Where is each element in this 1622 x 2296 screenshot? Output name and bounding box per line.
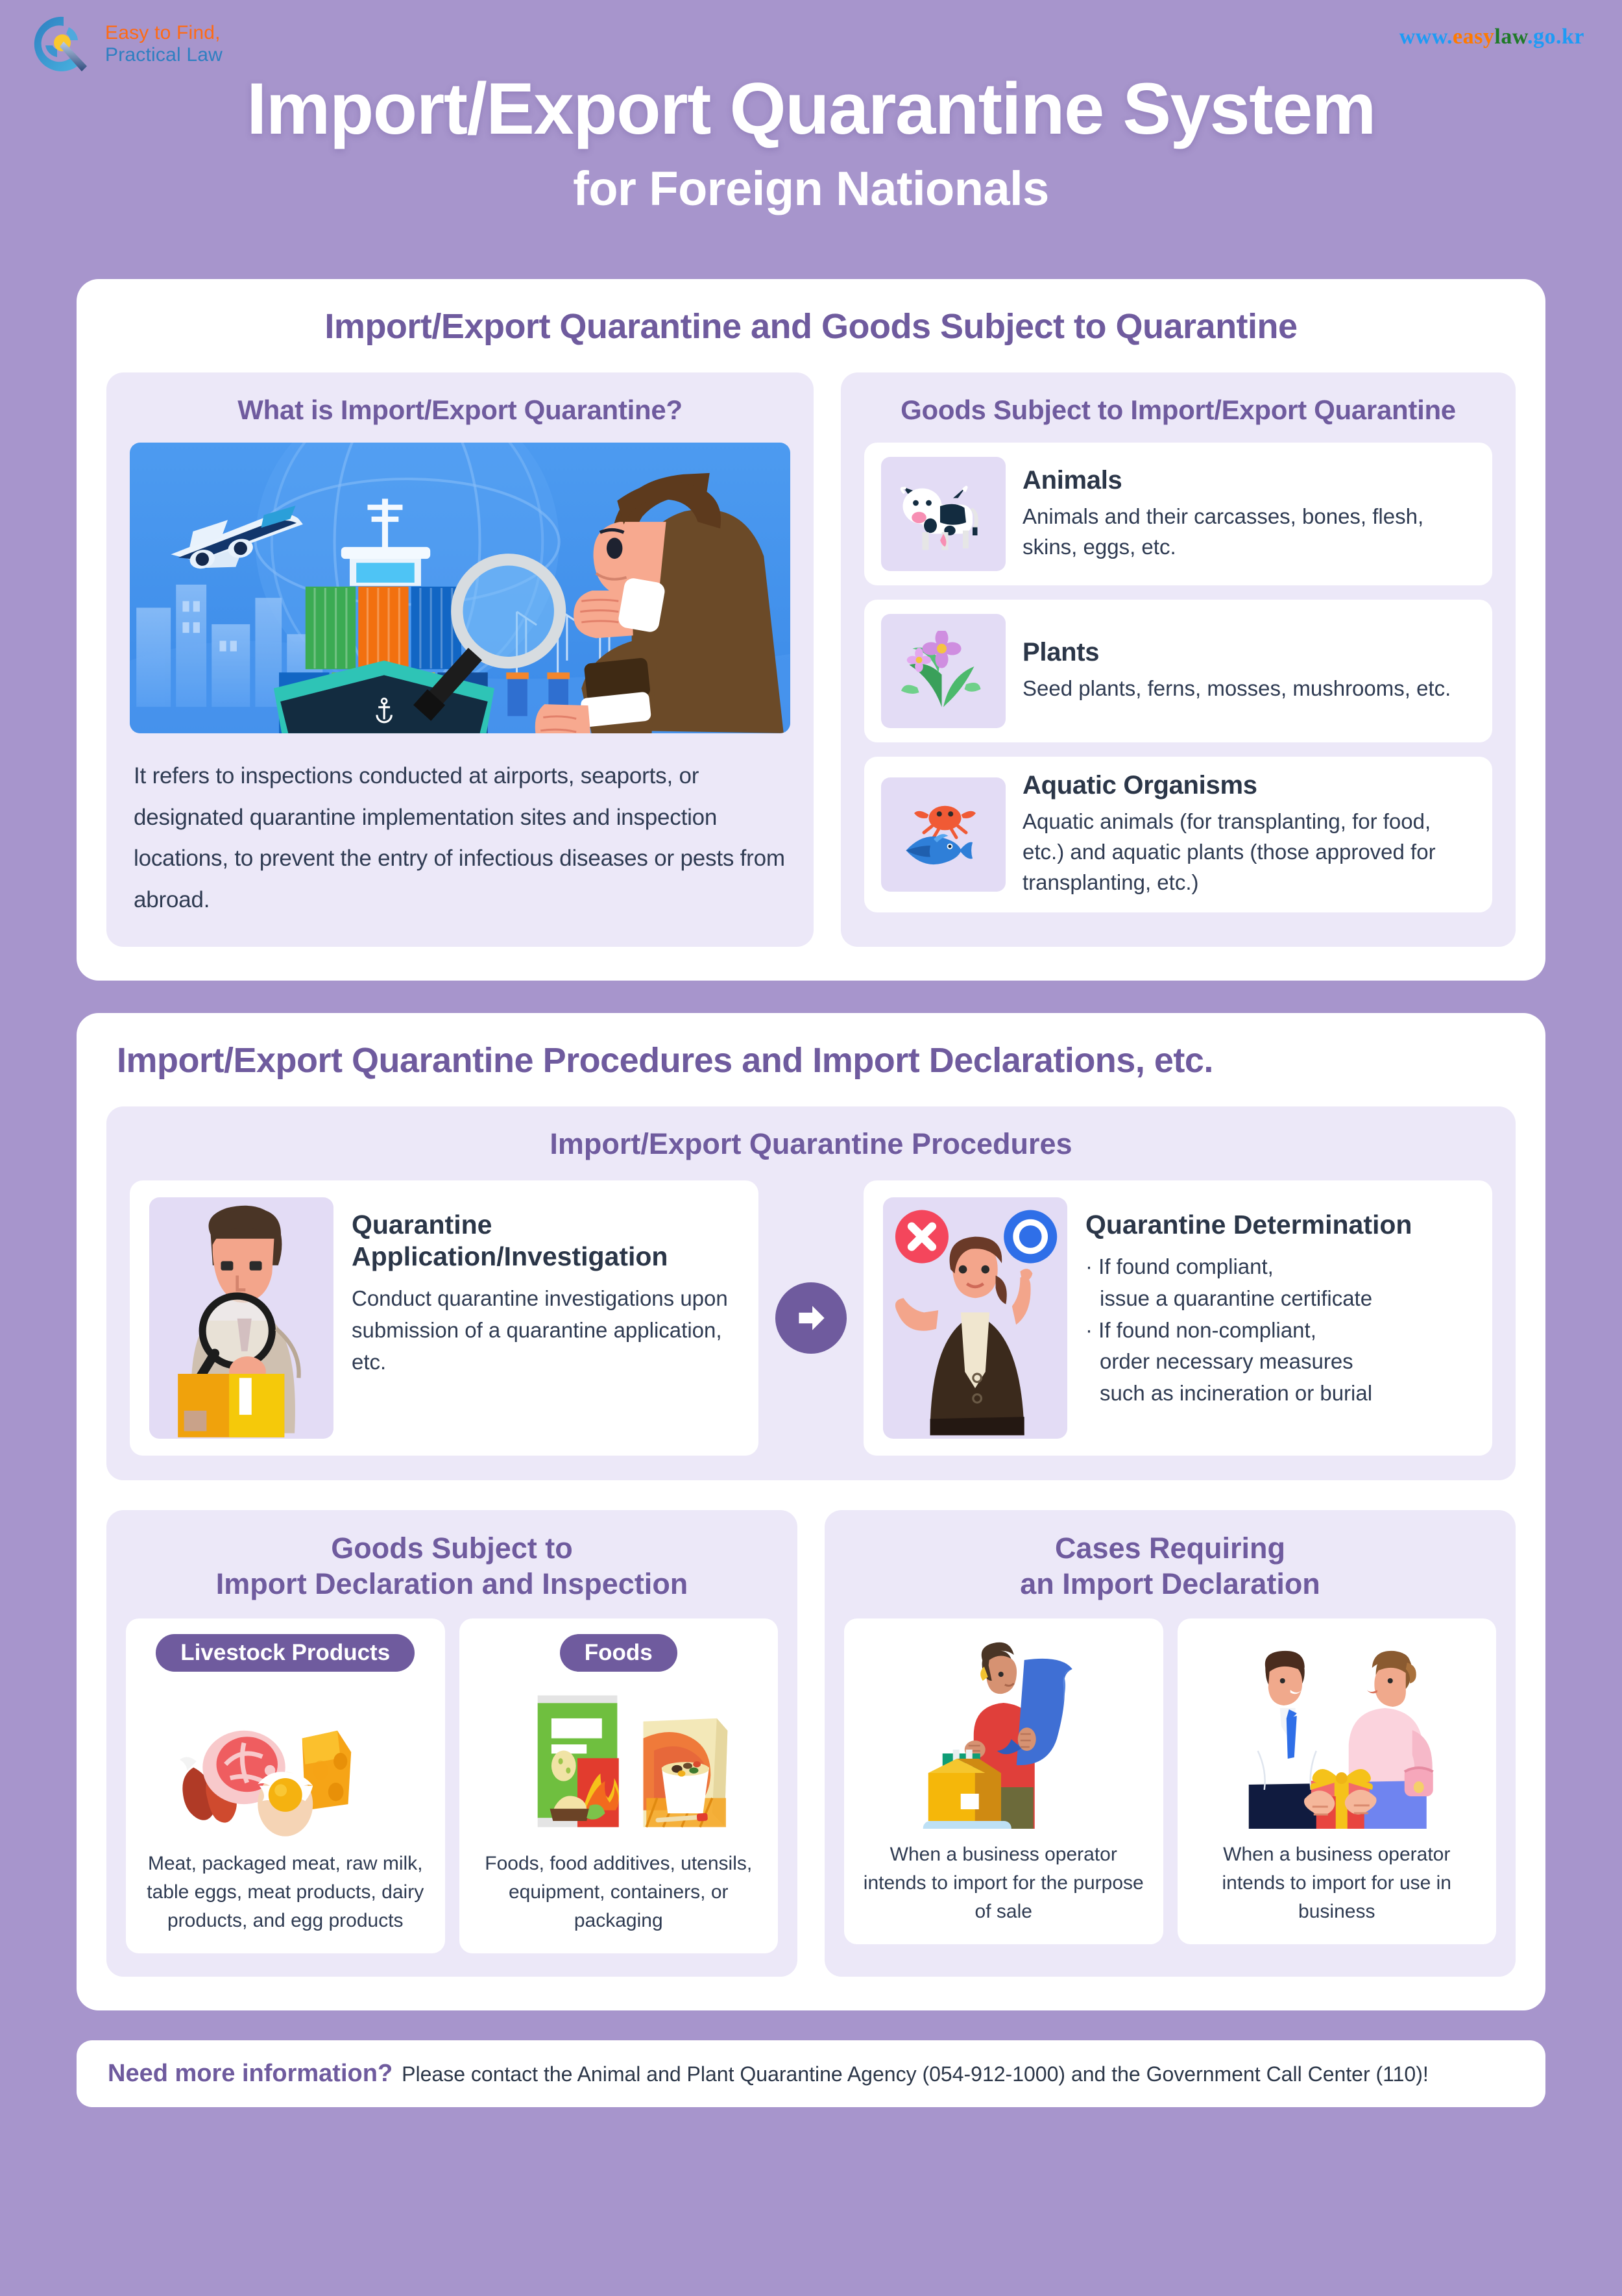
- url-part-law: law: [1494, 25, 1527, 49]
- goods-item-plants: Plants Seed plants, ferns, mosses, mushr…: [864, 600, 1492, 742]
- quarantine-description: It refers to inspections conducted at ai…: [134, 763, 785, 912]
- case-business-caption: When a business operator intends to impo…: [1222, 1844, 1451, 1923]
- goods-item-aquatic: Aquatic Organisms Aquatic animals (for t…: [864, 757, 1492, 912]
- section-quarantine-overview: Import/Export Quarantine and Goods Subje…: [77, 279, 1545, 981]
- approve-icon: [1004, 1210, 1058, 1264]
- head-line-2: Import Declaration and Inspection: [215, 1567, 688, 1600]
- what-is-quarantine-head: What is Import/Export Quarantine?: [237, 395, 683, 425]
- page-title: Import/Export Quarantine System: [247, 68, 1376, 149]
- import-for-business-illustration: [1248, 1651, 1434, 1829]
- goods-desc: Seed plants, ferns, mosses, mushrooms, e…: [1023, 676, 1451, 701]
- page-header: Easy to Find, Practical Law www.easylaw.…: [0, 0, 1622, 279]
- head-line-1: Goods Subject to: [331, 1531, 573, 1565]
- step1-text: Conduct quarantine investigations upon s…: [352, 1286, 728, 1374]
- case-business-use-card: When a business operator intends to impo…: [1177, 1618, 1496, 1944]
- section1-title: Import/Export Quarantine and Goods Subje…: [324, 307, 1298, 346]
- goods-subject-card: Goods Subject to Import/Export Quarantin…: [841, 372, 1516, 947]
- livestock-products-card: Livestock Products: [126, 1618, 445, 1953]
- goods-name: Animals: [1023, 465, 1122, 495]
- brand-line-2: Practical Law: [105, 44, 223, 66]
- officer-determination-illustration: [883, 1197, 1067, 1439]
- step2-title: Quarantine Determination: [1085, 1209, 1412, 1240]
- section2-title: Import/Export Quarantine Procedures and …: [117, 1040, 1213, 1080]
- footer-heading: Need more information?: [108, 2059, 393, 2087]
- easylaw-logo-icon: [34, 16, 87, 71]
- goods-desc: Aquatic animals (for transplanting, for …: [1023, 809, 1436, 894]
- step1-title: Quarantine Application/Investigation: [352, 1209, 668, 1271]
- livestock-caption: Meat, packaged meat, raw milk, table egg…: [147, 1853, 424, 1932]
- site-url[interactable]: www.easylaw.go.kr: [1399, 25, 1584, 49]
- brand-line-1: Easy to Find,: [105, 22, 221, 44]
- goods-declaration-head: Goods Subject to Import Declaration and …: [126, 1531, 778, 1602]
- goods-name: Plants: [1023, 638, 1100, 667]
- bullet2-line1: · If found non-compliant,: [1085, 1317, 1316, 1342]
- goods-name: Aquatic Organisms: [1023, 771, 1257, 800]
- foods-card: Foods: [459, 1618, 778, 1953]
- arrow-right-icon: [775, 1282, 847, 1354]
- foods-illustration: [537, 1695, 727, 1828]
- procedure-step-determination: Quarantine Determination · If found comp…: [864, 1180, 1492, 1456]
- import-for-sale-illustration: [923, 1643, 1072, 1829]
- reject-icon: [895, 1210, 949, 1264]
- section-procedures-declarations: Import/Export Quarantine Procedures and …: [77, 1012, 1545, 2010]
- case-sale-card: When a business operator intends to impo…: [844, 1618, 1163, 1944]
- page-subtitle: for Foreign Nationals: [573, 162, 1049, 215]
- url-part-www: www.: [1399, 25, 1453, 49]
- procedures-subpanel: Import/Export Quarantine Procedures: [106, 1106, 1516, 1480]
- foods-caption: Foods, food additives, utensils, equipme…: [485, 1853, 753, 1932]
- cases-requiring-card: Cases Requiring an Import Declaration: [825, 1509, 1516, 1977]
- what-is-quarantine-card: What is Import/Export Quarantine?: [106, 372, 814, 947]
- goods-declaration-card: Goods Subject to Import Declaration and …: [106, 1509, 797, 1977]
- procedures-head: Import/Export Quarantine Procedures: [550, 1127, 1072, 1160]
- cases-requiring-head: Cases Requiring an Import Declaration: [844, 1531, 1496, 1602]
- case-sale-caption: When a business operator intends to impo…: [863, 1844, 1144, 1923]
- footer-body: Please contact the Animal and Plant Quar…: [402, 2062, 1429, 2086]
- livestock-pill: Livestock Products: [156, 1634, 415, 1672]
- plant-icon: [881, 614, 1006, 728]
- procedure-step-application: Quarantine Application/Investigation Con…: [130, 1180, 758, 1456]
- port-inspection-illustration: [130, 443, 790, 733]
- bullet2-line2: order necessary measures: [1100, 1349, 1353, 1374]
- head-line-2: an Import Declaration: [1020, 1567, 1320, 1600]
- step2-text: · If found compliant, issue a quarantine…: [1085, 1251, 1473, 1410]
- goods-subject-head: Goods Subject to Import/Export Quarantin…: [901, 395, 1456, 425]
- bullet1-line1: · If found compliant,: [1085, 1254, 1274, 1278]
- fish-crab-icon: [881, 777, 1006, 892]
- footer-contact-bar: Need more information? Please contact th…: [77, 2040, 1545, 2107]
- livestock-products-illustration: [179, 1731, 352, 1837]
- url-part-tld: .go.kr: [1527, 25, 1584, 49]
- url-part-easy: easy: [1453, 25, 1495, 49]
- cow-icon: [881, 457, 1006, 571]
- bullet1-line2: issue a quarantine certificate: [1100, 1286, 1373, 1310]
- head-line-1: Cases Requiring: [1054, 1531, 1286, 1565]
- foods-pill: Foods: [559, 1634, 677, 1672]
- goods-item-animals: Animals Animals and their carcasses, bon…: [864, 443, 1492, 585]
- brand-logo: Easy to Find, Practical Law: [31, 12, 223, 77]
- inspector-illustration: [149, 1197, 333, 1439]
- bullet2-line3: such as incineration or burial: [1100, 1381, 1373, 1406]
- goods-desc: Animals and their carcasses, bones, fles…: [1023, 504, 1424, 559]
